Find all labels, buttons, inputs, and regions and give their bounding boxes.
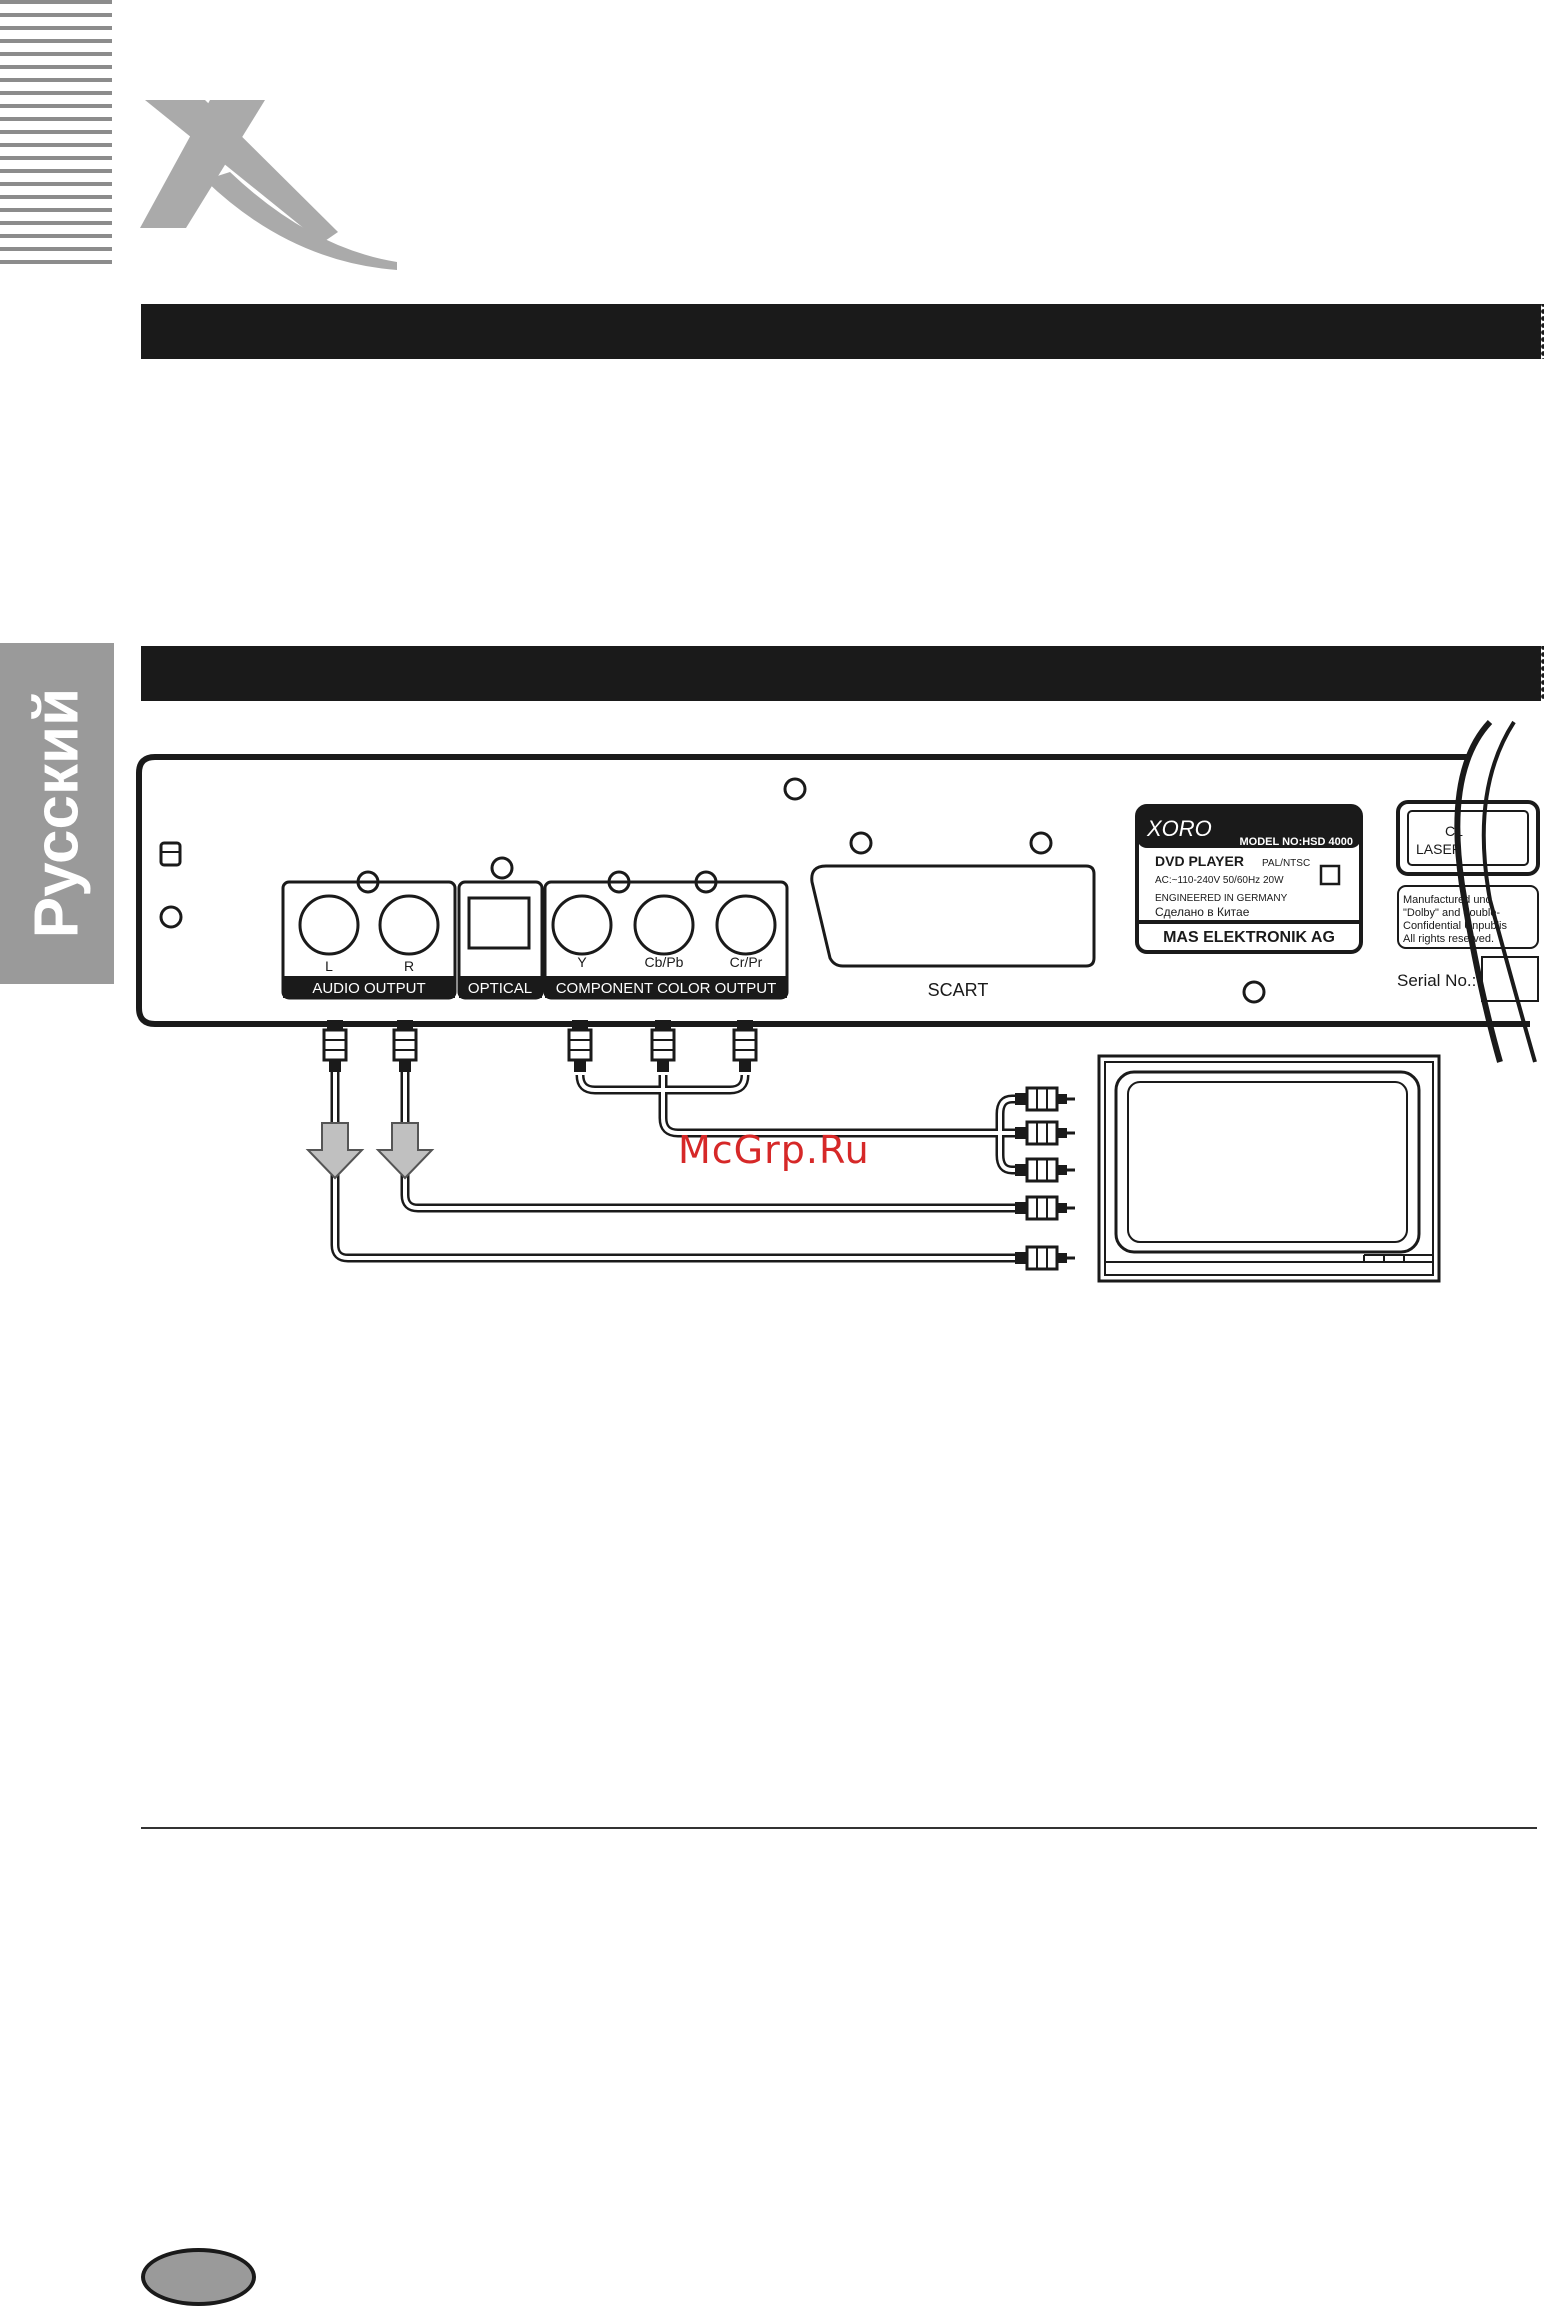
component-y-label: Y [577,954,587,970]
rca-plugs-panel [322,1020,758,1072]
section-header-bar-connections [141,646,1541,701]
tv-icon [1097,1054,1441,1283]
optical-port [467,896,531,950]
component-cb-label: Cb/Pb [645,954,684,970]
system-label: PAL/NTSC [1262,858,1310,869]
footer-rule [141,1827,1537,1829]
optical-block [457,880,544,1000]
cables [330,1070,1015,1263]
dolby-note-line1: Manufactured und [1403,894,1492,906]
dolby-note-line2: "Dolby" and double- [1403,907,1500,919]
model-label: MODEL NO:HSD 4000 [1240,836,1354,848]
watermark: McGrp.Ru [678,1128,870,1172]
laser-label-line2: LASER [1416,841,1462,857]
component-cb-jack [633,894,695,956]
dolby-note-box [1397,885,1539,949]
language-tab [0,643,114,984]
bar-dot-pattern [1475,646,1544,701]
dolby-note-line3: Confidential Unpublis [1403,920,1507,932]
power-label: AC:~110-240V 50/60Hz 20W [1155,875,1284,886]
bar-dot-pattern [1475,304,1544,359]
engineered-label: ENGINEERED IN GERMANY [1155,893,1288,904]
section-header-bar [141,304,1541,359]
signal-arrow-icon [305,1122,435,1180]
made-in-label: Сделано в Китае [1155,905,1250,919]
scart-label: SCART [928,980,989,1000]
rca-plugs-tv [1015,1086,1075,1271]
rating-label [1135,804,1363,954]
component-output-block [543,880,789,1000]
component-y-jack [551,894,613,956]
laser-label-line1: CL [1445,823,1463,839]
company-label: MAS ELEKTRONIK AG [1163,929,1335,946]
serial-label: Serial No.: [1397,971,1476,990]
audio-r-jack [378,894,440,956]
component-cr-label: Cr/Pr [730,954,763,970]
dolby-note-line4: All rights reserved. [1403,933,1494,945]
scart-port [810,864,1096,968]
brand-label: XORO [1146,816,1212,841]
audio-output-block [281,880,457,1000]
audio-output-label: AUDIO OUTPUT [312,980,425,997]
laser-label [1396,800,1540,876]
product-label: DVD PLAYER [1155,853,1244,869]
rear-panel [136,719,1537,1063]
page-number-oval [141,2248,256,2306]
audio-l-jack [298,894,360,956]
xoro-logo [140,100,397,270]
audio-l-label: L [325,958,333,974]
optical-label: OPTICAL [468,980,532,997]
component-cr-jack [715,894,777,956]
component-output-label: COMPONENT COLOR OUTPUT [556,980,777,997]
decorative-stripes [0,0,112,275]
serial-box [1481,956,1539,1002]
audio-r-label: R [404,958,414,974]
